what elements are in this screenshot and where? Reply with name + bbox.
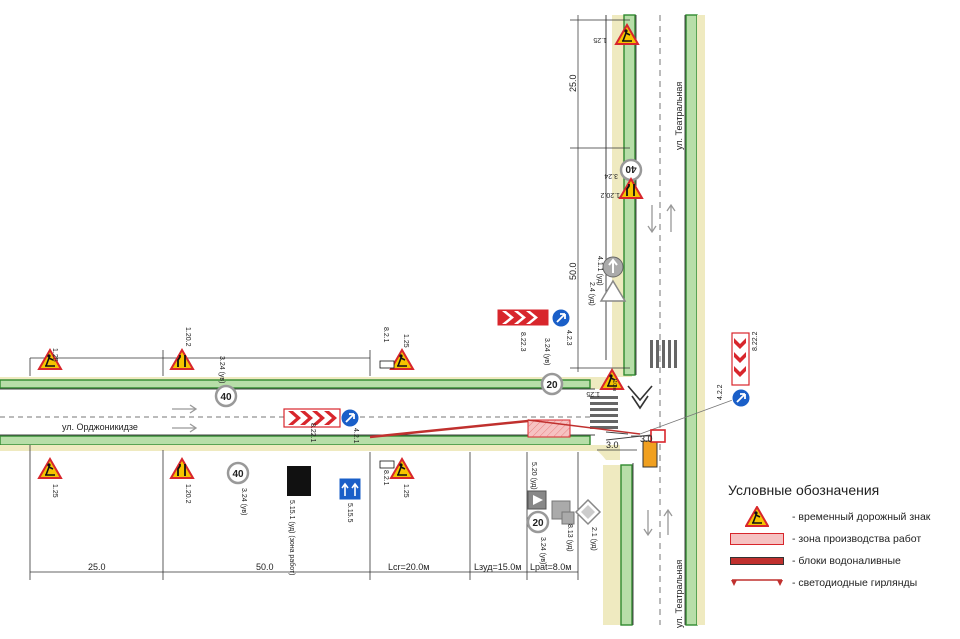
crosswalk-west bbox=[590, 396, 618, 429]
road-narrows-sign-icon bbox=[170, 458, 194, 479]
led-garland-icon bbox=[722, 573, 792, 593]
dim-lcr: Lcr=20.0м bbox=[388, 562, 429, 572]
sign-label: 8.22.3 bbox=[519, 332, 526, 352]
sign-label: 2.4 (уд) bbox=[588, 282, 595, 306]
distance-plate-text: 110 м bbox=[611, 378, 617, 391]
work-vehicle bbox=[642, 440, 658, 468]
pass-left-sign-icon bbox=[551, 308, 571, 328]
work-zone-sign bbox=[287, 466, 311, 496]
dim-top-25: 25.0 bbox=[568, 74, 578, 92]
dim-gap-a: 3.0 bbox=[606, 440, 619, 450]
work-zone-swatch bbox=[722, 529, 792, 549]
legend-item-work-zone: - зона производства работ bbox=[722, 528, 954, 550]
legend-item-water-blocks: - блоки водоналивные bbox=[722, 550, 954, 572]
dim-lzud: Lзуд=15.0м bbox=[474, 562, 521, 572]
water-barrier-line-2 bbox=[527, 419, 641, 435]
sign-label: 1.25 bbox=[402, 334, 409, 348]
sign-label: 1.20.2 bbox=[184, 327, 191, 347]
sign-label: 8.2.1 bbox=[382, 470, 389, 486]
main-street-label: ул. Орджоникидзе bbox=[62, 422, 138, 432]
speed-value: 40 bbox=[220, 392, 232, 403]
sign-label: 1.20.2 bbox=[600, 191, 620, 198]
sign-label: 3.24 (ув) bbox=[240, 488, 247, 515]
sign-code-labels: 1.25 1.20.2 8.2.1 1.25 3.24 (ув) 8.22.3 … bbox=[51, 36, 759, 576]
sign-label: 5.20 (уд) bbox=[530, 462, 537, 490]
pass-right-sign-icon bbox=[340, 408, 360, 428]
sign-label: 8.2.1 bbox=[382, 327, 389, 343]
dim-top-50: 50.0 bbox=[568, 262, 578, 280]
legend-item-label: - блоки водоналивные bbox=[792, 555, 901, 567]
legend-item-label: - светодиодные гирлянды bbox=[792, 577, 918, 589]
sign-label: 8.13 (уд) bbox=[566, 524, 573, 552]
sign-label: 4.2.2 bbox=[717, 384, 724, 400]
leader-line-east bbox=[639, 397, 739, 435]
cross-street-label-bottom: ул. Театральная bbox=[674, 560, 684, 628]
pass-left-sign-icon bbox=[731, 388, 751, 408]
dim-bottom-25: 25.0 bbox=[88, 562, 106, 572]
sign-label: 1.25 bbox=[402, 484, 409, 498]
sign-label: 3.24 (ув) bbox=[543, 338, 550, 365]
sign-label: 1.25 bbox=[593, 36, 607, 43]
legend-title: Условные обозначения bbox=[728, 482, 880, 498]
lane-direction-sign bbox=[338, 477, 362, 501]
sign-label: 3.24 (ув) bbox=[218, 356, 225, 383]
sign-row-north bbox=[38, 308, 624, 428]
speed-value: 20 bbox=[546, 380, 558, 391]
sign-label: 4.1.1 (уд) bbox=[596, 256, 603, 286]
sign-label: 3.24 bbox=[604, 172, 618, 179]
sign-label: 1.25 bbox=[586, 390, 600, 397]
direction-chevrons bbox=[627, 385, 653, 410]
sign-label: 4.2.1 bbox=[352, 428, 359, 444]
sign-label: 8.22.1 bbox=[309, 423, 316, 443]
dim-gap-b: 3.0 bbox=[640, 434, 653, 444]
water-barrier-line bbox=[369, 419, 529, 439]
sign-column-east bbox=[599, 24, 751, 408]
legend-item-label: - временный дорожный знак bbox=[792, 511, 931, 523]
speed-value: 20 bbox=[532, 518, 544, 529]
dim-bottom-50: 50.0 bbox=[256, 562, 274, 572]
yield-sign-icon bbox=[599, 279, 627, 302]
sign-label: 3.24 (ув) bbox=[539, 537, 546, 564]
sign-label: 5.15.1 (уд) (зона работ) bbox=[288, 500, 296, 576]
sign-label: 5.15.5 bbox=[346, 503, 353, 523]
sign-label: 1.20.2 bbox=[184, 484, 191, 504]
distance-plate bbox=[379, 460, 395, 469]
speed-value: 40 bbox=[625, 163, 637, 174]
road-work-sign-icon bbox=[38, 458, 62, 479]
cross-street-label-top: ул. Театральная bbox=[674, 82, 684, 150]
legend-item-temp-sign: - временный дорожный знак bbox=[722, 506, 954, 528]
legend-item-led-garlands: - светодиодные гирлянды bbox=[722, 572, 954, 594]
water-block-swatch bbox=[722, 551, 792, 571]
distance-plate bbox=[379, 360, 395, 369]
work-vehicle-arrow-panel bbox=[650, 429, 666, 443]
dim-lpat: Lpat=8.0м bbox=[530, 562, 571, 572]
sign-label: 4.2.3 bbox=[565, 330, 572, 346]
speed-value: 40 bbox=[232, 469, 244, 480]
sign-label: 2.1 (уд) bbox=[590, 527, 597, 551]
road-narrows-sign-icon bbox=[170, 349, 194, 370]
sign-row-south bbox=[38, 458, 602, 534]
sign-label: 8.22.2 bbox=[752, 331, 759, 351]
dimension-lines bbox=[29, 19, 652, 580]
legend: Условные обозначения - временный дорожны… bbox=[722, 482, 954, 594]
road-work-sign-icon bbox=[722, 506, 792, 527]
main-street: ул. Орджоникидзе bbox=[0, 377, 620, 460]
crosswalk-north bbox=[650, 340, 677, 368]
sign-label: 1.25 bbox=[51, 484, 58, 498]
legend-item-label: - зона производства работ bbox=[792, 533, 922, 545]
sign-label: 1.25 bbox=[51, 348, 58, 362]
